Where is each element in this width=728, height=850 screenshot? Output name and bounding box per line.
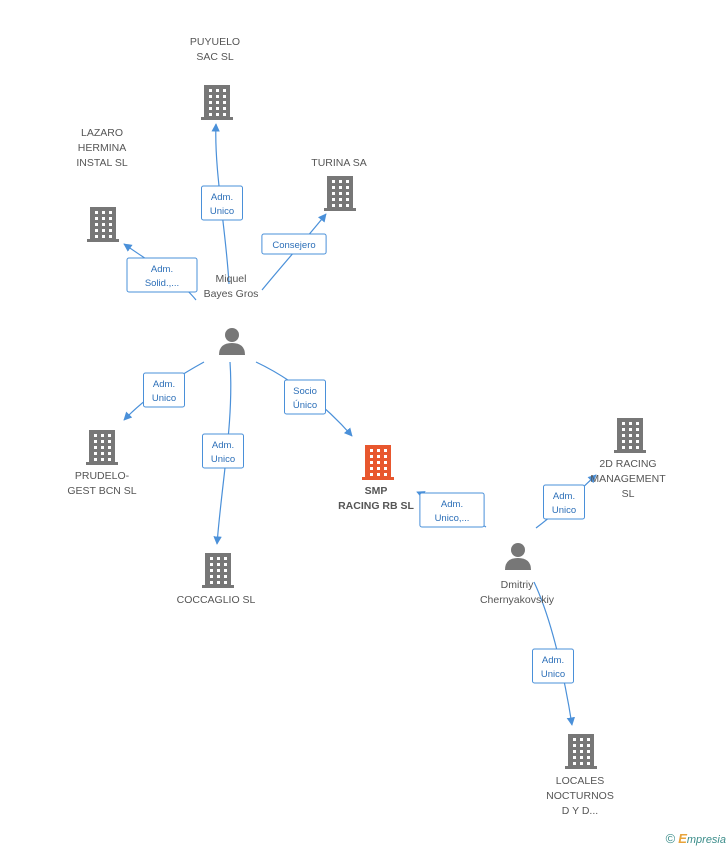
node-label-locales: D Y D... bbox=[562, 805, 598, 817]
person-icon bbox=[219, 328, 245, 355]
edge-label-text: Unico,... bbox=[435, 513, 470, 524]
node-prudelo[interactable]: PRUDELO- GEST BCN SL bbox=[67, 430, 137, 497]
edge-label-text: Unico bbox=[211, 454, 235, 465]
edge-label-dmitriy-locales[interactable]: Adm. Unico bbox=[532, 648, 574, 684]
node-label-prudelo: PRUDELO- bbox=[75, 470, 130, 482]
node-label-lazaro: LAZARO bbox=[81, 127, 123, 139]
node-turina[interactable]: TURINA SA bbox=[311, 157, 367, 211]
brand-initial: E bbox=[678, 831, 687, 846]
node-label-dmitriy: Chernyakovskiy bbox=[480, 594, 555, 606]
edge-label-text: Adm. bbox=[153, 379, 175, 390]
edge-label-text: Adm. bbox=[211, 192, 233, 203]
node-label-puyuelo: SAC SL bbox=[196, 51, 234, 63]
building-icon bbox=[324, 176, 356, 211]
node-label-smp: SMP bbox=[365, 485, 388, 497]
node-label-lazaro: INSTAL SL bbox=[76, 157, 128, 169]
node-label-racing2d: MANAGEMENT bbox=[590, 473, 666, 485]
node-label-lazaro: HERMINA bbox=[78, 142, 126, 154]
empresia-watermark: ©Empresia bbox=[666, 831, 726, 846]
brand-name: mpresia bbox=[686, 834, 726, 846]
node-label-miquel: Miquel bbox=[216, 273, 247, 285]
edge-label-miquel-prudelo[interactable]: Adm. Unico bbox=[143, 372, 185, 408]
edge-label-text: Adm. bbox=[542, 655, 564, 666]
edge-label-text: Unico bbox=[152, 393, 176, 404]
node-locales[interactable]: LOCALES NOCTURNOS D Y D... bbox=[546, 734, 614, 817]
building-icon bbox=[565, 734, 597, 769]
edge-label-text: Consejero bbox=[272, 240, 315, 251]
edge-label-text: Unico bbox=[552, 505, 576, 516]
edge-label-miquel-lazaro[interactable]: Adm. Solid.,... bbox=[126, 257, 198, 293]
node-label-prudelo: GEST BCN SL bbox=[67, 485, 136, 497]
node-label-locales: LOCALES bbox=[556, 775, 604, 787]
edge-label-text: Unico bbox=[210, 206, 234, 217]
edge-label-text: Adm. bbox=[212, 440, 234, 451]
edge-label-dmitriy-racing2d[interactable]: Adm. Unico bbox=[543, 484, 585, 520]
building-icon bbox=[87, 207, 119, 242]
node-label-miquel: Bayes Gros bbox=[204, 288, 259, 300]
edge-label-miquel-coccaglio[interactable]: Adm. Unico bbox=[202, 433, 244, 469]
node-racing2d[interactable]: 2D RACING MANAGEMENT SL bbox=[590, 418, 666, 500]
edge-label-miquel-puyuelo[interactable]: Adm. Unico bbox=[201, 185, 243, 221]
edge-label-text: Solid.,... bbox=[145, 278, 179, 289]
node-lazaro[interactable]: LAZARO HERMINA INSTAL SL bbox=[76, 127, 128, 242]
edge-label-miquel-turina[interactable]: Consejero bbox=[261, 233, 327, 255]
person-icon bbox=[505, 543, 531, 570]
node-label-locales: NOCTURNOS bbox=[546, 790, 614, 802]
edge-label-text: Adm. bbox=[553, 491, 575, 502]
building-icon bbox=[614, 418, 646, 453]
edge-label-text: Adm. bbox=[151, 264, 173, 275]
node-label-puyuelo: PUYUELO bbox=[190, 36, 240, 48]
building-icon bbox=[202, 553, 234, 588]
edge-label-dmitriy-smp[interactable]: Adm. Unico,... bbox=[419, 492, 485, 528]
edge-label-text: Adm. bbox=[441, 499, 463, 510]
edge-label-text: Socio bbox=[293, 386, 317, 397]
node-coccaglio[interactable]: COCCAGLIO SL bbox=[177, 553, 256, 606]
node-label-smp: RACING RB SL bbox=[338, 500, 414, 512]
node-label-turina: TURINA SA bbox=[311, 157, 366, 169]
building-icon bbox=[201, 85, 233, 120]
copyright-symbol: © bbox=[665, 831, 676, 846]
node-label-coccaglio: COCCAGLIO SL bbox=[177, 594, 256, 606]
node-puyuelo[interactable]: PUYUELO SAC SL bbox=[190, 36, 240, 120]
building-icon bbox=[86, 430, 118, 465]
node-label-racing2d: SL bbox=[622, 488, 635, 500]
node-label-racing2d: 2D RACING bbox=[599, 458, 656, 470]
edge-label-text: Unico bbox=[541, 669, 565, 680]
node-label-dmitriy: Dmitriy bbox=[501, 579, 534, 591]
node-smp[interactable]: SMP RACING RB SL bbox=[338, 445, 414, 512]
building-icon bbox=[362, 445, 394, 480]
edge-label-text: Único bbox=[293, 400, 317, 411]
